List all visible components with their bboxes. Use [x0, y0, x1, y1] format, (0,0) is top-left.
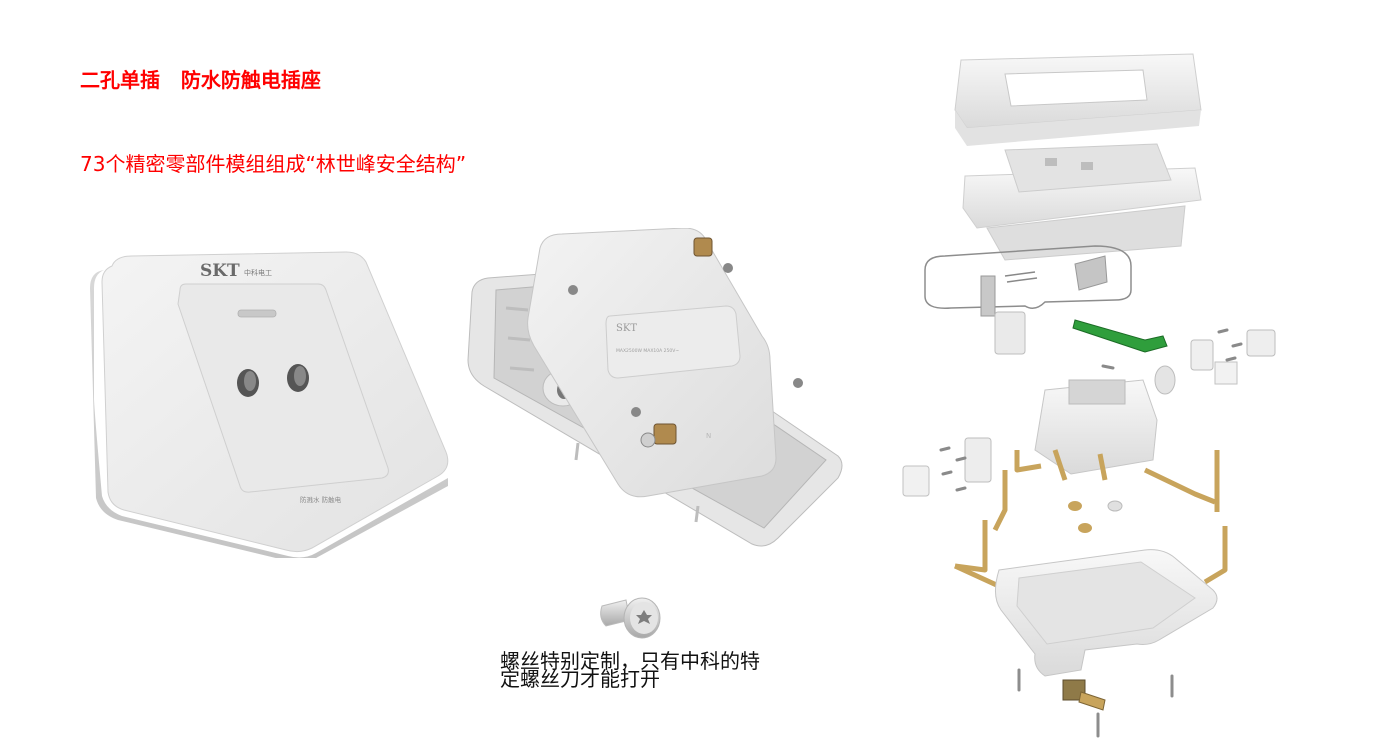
svg-text:N: N — [706, 432, 711, 440]
page-title: 二孔单插 防水防触电插座 — [80, 68, 321, 92]
exploded-socket-assembly-icon — [902, 53, 1276, 738]
socket-front-view-image: SKT 中科电工 防溅水 防触电 — [90, 251, 449, 558]
torx-security-screw-icon — [600, 597, 661, 639]
svg-text:MAX2500W MAX10A 250V~: MAX2500W MAX10A 250V~ — [616, 348, 679, 354]
screw-caption: 螺丝特别定制，只有中科的特 定螺丝刀才能打开 — [500, 649, 820, 691]
svg-text:SKT: SKT — [616, 323, 637, 334]
page-subtitle: 73个精密零部件模组组成“林世峰安全结构” — [80, 152, 467, 176]
svg-text:防溅水 防触电: 防溅水 防触电 — [300, 495, 342, 504]
svg-text:中科电工: 中科电工 — [244, 268, 272, 277]
screw-caption-line-2: 定螺丝刀才能打开 — [500, 667, 660, 691]
socket-back-view-image: SKT MAX2500W MAX10A 250V~ N — [467, 228, 843, 547]
screw-caption-line-1: 螺丝特别定制，只有中科的特 — [500, 649, 760, 673]
svg-text:SKT: SKT — [200, 261, 240, 281]
